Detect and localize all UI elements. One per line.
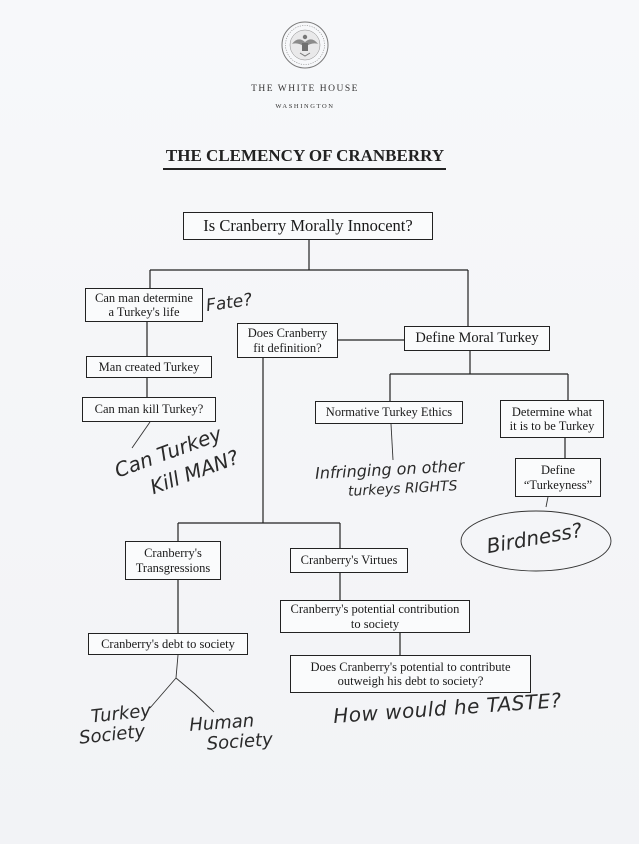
- title-underline: [163, 168, 446, 170]
- node-line: “Turkeyness”: [523, 477, 593, 492]
- struck-word: life: [162, 305, 180, 319]
- node-line: Define: [540, 463, 575, 478]
- node-determine-turkey: Determine what it is to be Turkey: [500, 400, 604, 438]
- presidential-seal-icon: [281, 21, 329, 69]
- node-define-moral-turkey: Define Moral Turkey: [404, 326, 550, 351]
- node-normative-ethics: Normative Turkey Ethics: [315, 401, 463, 424]
- letterhead-location: WASHINGTON: [275, 103, 335, 110]
- node-man-created-turkey: Man created Turkey: [86, 356, 212, 378]
- handwritten-human-society: Human Society: [189, 710, 274, 755]
- node-outweigh: Does Cranberry's potential to contribute…: [290, 655, 531, 693]
- node-line: fit definition?: [253, 340, 322, 355]
- node-transgressions: Cranberry's Transgressions: [125, 541, 221, 580]
- handwritten-turkey-society: Turkey Society: [76, 700, 154, 748]
- node-line: Does Cranberry: [247, 326, 328, 341]
- node-does-fit-definition: Does Cranberry fit definition?: [237, 323, 338, 358]
- node-morally-innocent: Is Cranberry Morally Innocent?: [183, 212, 433, 240]
- node-line: a Turkey's life: [108, 305, 179, 319]
- node-line: Determine what: [511, 404, 593, 419]
- document-title: THE CLEMENCY OF CRANBERRY: [165, 146, 445, 165]
- node-define-turkeyness: Define “Turkeyness”: [515, 458, 601, 497]
- node-line: Cranberry's potential contribution: [290, 602, 460, 617]
- node-can-man-kill: Can man kill Turkey?: [82, 397, 216, 422]
- node-line: Can man determine: [95, 290, 193, 305]
- node-line: Cranberry's: [144, 546, 202, 561]
- letterhead-title: THE WHITE HOUSE: [251, 84, 359, 94]
- node-line: to society: [350, 616, 400, 631]
- node-debt-to-society: Cranberry's debt to society: [88, 633, 248, 655]
- node-line: Transgressions: [135, 560, 211, 575]
- node-potential-contribution: Cranberry's potential contribution to so…: [280, 600, 470, 633]
- node-line: it is to be Turkey: [509, 419, 595, 433]
- node-line: outweigh his debt to society?: [337, 674, 484, 688]
- node-line: Does Cranberry's potential to contribute: [310, 659, 511, 674]
- node-text: a Turkey's: [108, 305, 160, 319]
- node-virtues: Cranberry's Virtues: [290, 548, 408, 573]
- node-can-man-determine: Can man determine a Turkey's life: [85, 288, 203, 322]
